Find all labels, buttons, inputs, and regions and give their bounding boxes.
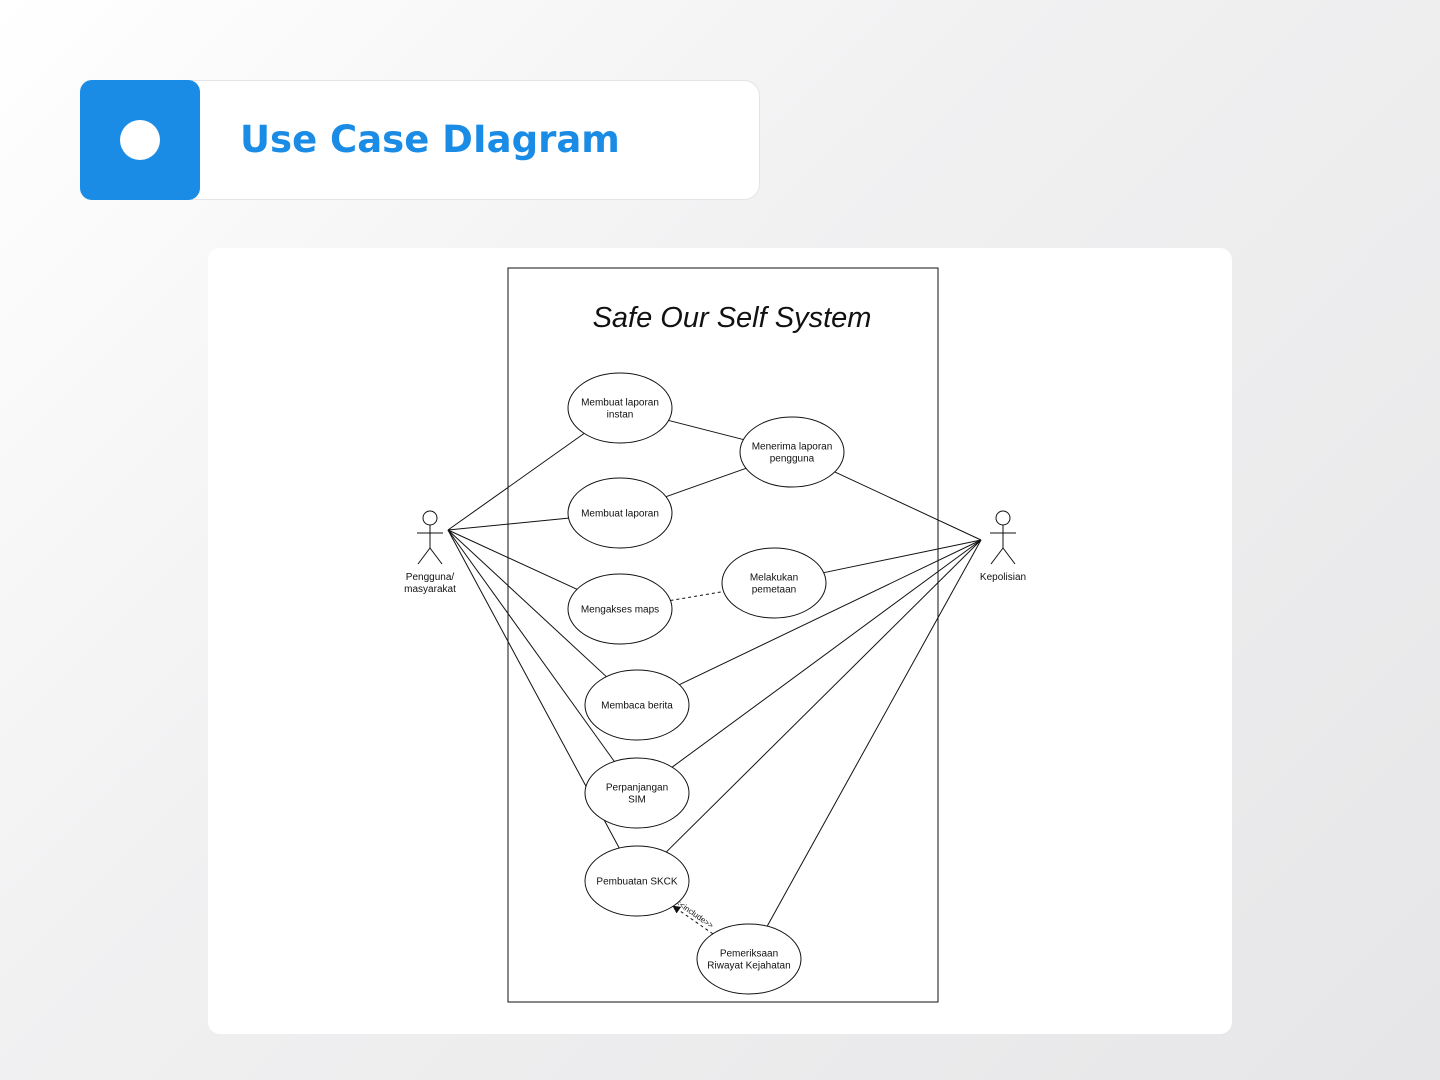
use-case-label: Pemeriksaan [720, 949, 778, 960]
use-case-label: Riwayat Kejahatan [707, 961, 790, 972]
use-case-label: Mengakses maps [581, 605, 659, 616]
stick-figure-icon [417, 510, 443, 565]
use-case-label: instan [607, 410, 634, 421]
use-case-label: pemetaan [752, 585, 796, 596]
relation-include-uc9-uc8 [672, 905, 714, 935]
use-case-label: Membaca berita [601, 701, 673, 712]
use-case-ellipse [584, 757, 690, 829]
system-boundary [507, 267, 939, 1003]
relation-association-pengguna-uc4 [447, 529, 578, 590]
diagram-card: <<include>> Safe Our Self System Membuat… [208, 248, 1232, 1034]
use-case-ellipse [696, 923, 802, 995]
use-case-ellipse [567, 372, 673, 444]
stick-figure-icon [990, 510, 1016, 565]
use-case-uc3: Membuat laporan [567, 477, 673, 549]
page-title: Use Case DIagram [240, 118, 620, 161]
use-case-ellipse [567, 477, 673, 549]
use-case-uc8: Pembuatan SKCK [584, 845, 690, 917]
circle-icon [120, 120, 160, 160]
relation-association-uc5-kepolisian [823, 539, 982, 574]
actor-kepolisian: Kepolisian [980, 510, 1026, 583]
use-case-label: SIM [628, 795, 646, 806]
use-case-ellipse [567, 573, 673, 645]
use-case-ellipse [584, 845, 690, 917]
use-case-label: Perpanjangan [606, 783, 668, 794]
relation-association-pengguna-uc1 [447, 432, 585, 531]
header-badge [80, 80, 200, 200]
use-case-label: Menerima laporan [752, 442, 833, 453]
relation-association-uc6-kepolisian [679, 539, 982, 686]
use-case-ellipse [721, 547, 827, 619]
use-case-label: Membuat laporan [581, 509, 659, 520]
use-case-uc6: Membaca berita [584, 669, 690, 741]
relation-association-pengguna-uc6 [447, 529, 607, 678]
relation-association-uc9-kepolisian [766, 539, 982, 927]
actor-label: Pengguna/ [406, 572, 455, 583]
relation-dashed-uc4-uc5 [670, 591, 724, 601]
relations-layer: <<include>> [447, 419, 982, 935]
use-case-ellipse [584, 669, 690, 741]
use-case-label: pengguna [770, 454, 815, 465]
actor-pengguna: Pengguna/masyarakat [404, 510, 456, 595]
actor-label: Kepolisian [980, 572, 1026, 583]
use-case-uc4: Mengakses maps [567, 573, 673, 645]
use-case-ellipse [739, 416, 845, 488]
relation-association-uc3-uc2 [665, 467, 747, 498]
relation-association-uc8-kepolisian [665, 539, 982, 853]
relation-association-pengguna-uc7 [447, 529, 615, 762]
use-case-label: Melakukan [750, 573, 798, 584]
relation-association-uc7-kepolisian [671, 539, 982, 768]
relation-association-uc1-uc2 [668, 419, 744, 441]
relation-association-uc2-kepolisian [834, 471, 982, 541]
use-case-label: Membuat laporan [581, 398, 659, 409]
system-title: Safe Our Self System [593, 302, 872, 334]
use-case-diagram: <<include>> Safe Our Self System Membuat… [404, 267, 1026, 1003]
use-case-label: Pembuatan SKCK [596, 877, 677, 888]
actor-label: masyarakat [404, 584, 456, 595]
include-label: <<include>> [674, 898, 716, 931]
